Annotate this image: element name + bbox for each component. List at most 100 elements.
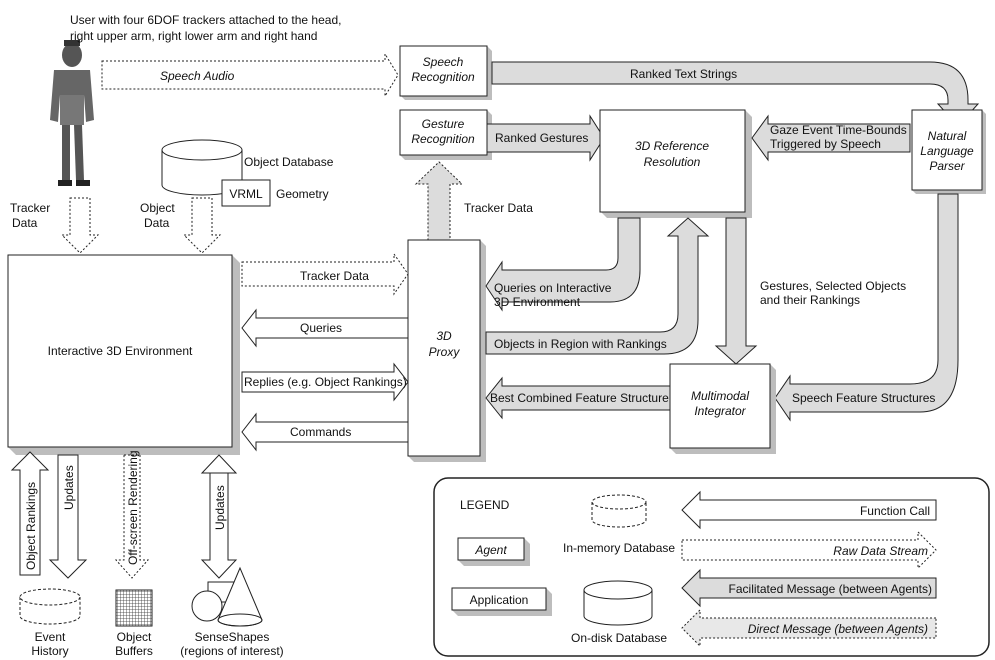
legend-agent-label: Agent xyxy=(474,543,507,557)
best-combined-arrow xyxy=(485,376,671,420)
speech-feature-arrow xyxy=(774,193,959,422)
proxy-line1: 3D xyxy=(436,329,452,343)
queries-interactive-line1: Queries on Interactive xyxy=(494,281,612,295)
nl-parser-line3: Parser xyxy=(929,159,965,173)
queries-interactive-arrow xyxy=(485,217,641,312)
geometry-label: Geometry xyxy=(276,187,329,201)
speech-recognition-agent xyxy=(399,45,492,100)
ranked-text-strings-label: Ranked Text Strings xyxy=(630,67,737,81)
objects-in-region-label: Objects in Region with Rankings xyxy=(494,337,667,351)
nl-parser-line2: Language xyxy=(920,144,974,158)
vrml-box xyxy=(221,179,271,207)
object-buffers-line1: Object xyxy=(117,630,152,644)
proxy-agent xyxy=(407,239,486,462)
nl-parser-agent xyxy=(911,109,986,194)
legend-agent-icon xyxy=(457,537,530,566)
ranked-gestures-arrow xyxy=(486,114,605,162)
gesture-recognition-line2: Recognition xyxy=(411,132,475,146)
gestures-selected-line1: Gestures, Selected Objects xyxy=(760,279,906,293)
reference-resolution-agent xyxy=(599,109,752,218)
legend-facilitated-arrow xyxy=(681,568,937,608)
speech-audio-arrow xyxy=(101,52,399,98)
object-data-in-line2: Data xyxy=(144,216,170,230)
legend-facilitated-label: Facilitated Message (between Agents) xyxy=(729,582,932,596)
legend-raw-data-label: Raw Data Stream xyxy=(833,544,928,558)
replies-label: Replies (e.g. Object Rankings) xyxy=(244,375,407,389)
replies-arrow xyxy=(241,362,409,402)
gaze-event-arrow xyxy=(751,114,911,162)
legend-application-icon xyxy=(451,587,552,616)
legend-application-label: Application xyxy=(470,593,529,607)
speech-recognition-line2: Recognition xyxy=(411,70,475,84)
tracker-data-down-arrow xyxy=(60,197,100,254)
reference-resolution-line1: 3D Reference xyxy=(635,139,709,153)
integrator-line2: Integrator xyxy=(694,404,746,418)
object-rankings-arrow xyxy=(10,451,50,576)
commands-label: Commands xyxy=(290,425,351,439)
speech-recognition-line1: Speech xyxy=(423,55,464,69)
interactive-3d-environment xyxy=(7,254,240,455)
legend-on-disk-db-icon xyxy=(583,580,653,626)
speech-feature-label: Speech Feature Structures xyxy=(792,391,935,405)
legend-in-memory-label: In-memory Database xyxy=(563,541,675,555)
offscreen-rendering-arrow xyxy=(114,454,150,579)
environment-label: Interactive 3D Environment xyxy=(48,344,193,358)
event-history-line1: Event xyxy=(35,630,66,644)
event-history-line2: History xyxy=(31,644,68,658)
tracker-data-up-arrow xyxy=(414,161,464,241)
updates-right-label: Updates xyxy=(213,485,227,530)
object-buffers-grid-icon xyxy=(115,589,153,627)
object-buffers-line2: Buffers xyxy=(115,644,153,658)
gaze-event-line1: Gaze Event Time-Bounds xyxy=(770,123,907,137)
vrml-label: VRML xyxy=(229,187,263,201)
object-data-in-line1: Object xyxy=(140,201,175,215)
event-history-database-icon xyxy=(19,588,81,625)
tracker-data-to-proxy-arrow xyxy=(241,252,409,296)
gestures-selected-line2: and their Rankings xyxy=(760,293,860,307)
gestures-selected-arrow xyxy=(714,217,758,365)
gesture-recognition-agent xyxy=(399,109,492,160)
reference-resolution-line2: Resolution xyxy=(644,155,701,169)
user-caption-line1: User with four 6DOF trackers attached to… xyxy=(70,13,341,27)
user-figure-icon xyxy=(50,40,94,186)
user-caption-line2: right upper arm, right lower arm and rig… xyxy=(70,29,317,43)
integrator-line1: Multimodal xyxy=(691,389,749,403)
tracker-data-proxy-label: Tracker Data xyxy=(300,269,369,283)
queries-arrow xyxy=(241,308,409,348)
senseshapes-line1: SenseShapes xyxy=(195,630,270,644)
offscreen-label: Off-screen Rendering xyxy=(126,450,140,565)
speech-audio-label: Speech Audio xyxy=(160,69,235,83)
object-rankings-label: Object Rankings xyxy=(24,482,38,570)
best-combined-label: Best Combined Feature Structure xyxy=(490,391,669,405)
legend-box xyxy=(433,477,990,657)
object-data-down-arrow xyxy=(182,197,222,254)
commands-arrow xyxy=(241,412,409,452)
object-database-label: Object Database xyxy=(244,155,334,169)
updates-left-arrow xyxy=(48,454,88,579)
multimodal-integrator-agent xyxy=(669,363,776,454)
legend-direct-label: Direct Message (between Agents) xyxy=(748,622,928,636)
legend-title: LEGEND xyxy=(460,498,510,512)
legend-in-memory-db-icon xyxy=(591,494,647,528)
nl-parser-line1: Natural xyxy=(928,129,967,143)
senseshapes-line2: (regions of interest) xyxy=(180,644,283,658)
gaze-event-line2: Triggered by Speech xyxy=(770,137,881,151)
senseshapes-icon xyxy=(191,566,263,627)
proxy-line2: Proxy xyxy=(429,345,461,359)
queries-interactive-line2: 3D Environment xyxy=(494,295,581,309)
tracker-data-up-label: Tracker Data xyxy=(464,201,533,215)
legend-function-call-arrow xyxy=(681,490,937,530)
legend-on-disk-label: On-disk Database xyxy=(571,631,667,645)
legend-direct-arrow xyxy=(681,608,937,648)
objects-in-region-arrow xyxy=(485,217,710,355)
tracker-data-in-line1: Tracker xyxy=(10,201,50,215)
updates-right-arrow xyxy=(200,454,238,579)
legend-raw-data-arrow xyxy=(681,530,937,570)
updates-left-label: Updates xyxy=(62,465,76,510)
legend-function-call-label: Function Call xyxy=(860,504,930,518)
ranked-gestures-label: Ranked Gestures xyxy=(495,131,588,145)
gesture-recognition-line1: Gesture xyxy=(422,117,465,131)
tracker-data-in-line2: Data xyxy=(12,216,38,230)
queries-label: Queries xyxy=(300,321,342,335)
